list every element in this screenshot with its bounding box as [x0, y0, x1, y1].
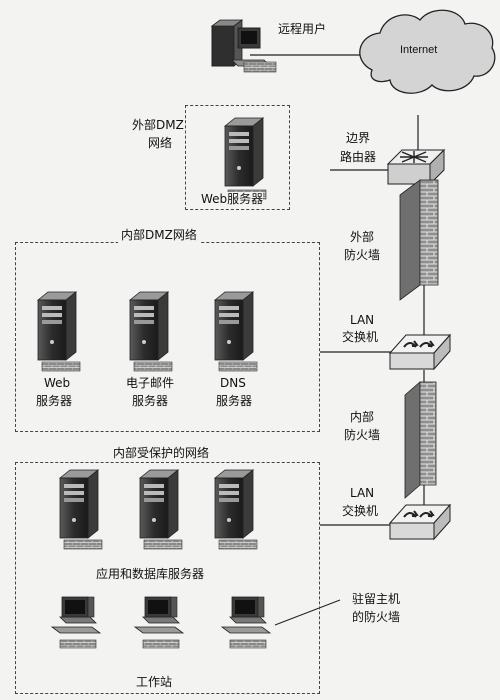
internal-firewall-label-2: 防火墙	[344, 428, 381, 442]
internal-dmz-label: 内部DMZ网络	[118, 228, 200, 243]
web-server-int-label-2: 服务器	[36, 394, 73, 408]
lan-switch-2-icon	[389, 504, 451, 540]
lan-switch-2-label-1: LAN	[350, 486, 375, 500]
workstation-3-host-firewall	[229, 639, 267, 649]
border-router-icon	[386, 148, 446, 186]
internal-firewall-icon	[404, 381, 437, 499]
host-firewall-label-2: 的防火墙	[352, 610, 401, 624]
host-firewall-label-1: 驻留主机	[352, 592, 401, 606]
border-router-label-1: 边界	[346, 131, 371, 145]
border-router-label-2: 路由器	[340, 150, 377, 164]
app-server-2-host-firewall	[143, 539, 183, 550]
internet-cloud	[359, 9, 496, 94]
host-firewall-pointer	[274, 599, 341, 626]
web-server-int-label-1: Web	[44, 376, 71, 390]
dns-server-host-firewall	[218, 361, 258, 372]
external-firewall-icon	[399, 179, 439, 301]
lan-switch-1-label-2: 交换机	[342, 330, 379, 344]
external-dmz-zone	[185, 105, 290, 210]
external-firewall-label-1: 外部	[350, 230, 375, 244]
remote-host-firewall	[243, 61, 277, 73]
mail-server-label-1: 电子邮件	[126, 376, 175, 390]
dns-server-label-1: DNS	[220, 376, 246, 390]
web-server-int-host-firewall	[41, 361, 81, 372]
web-server-ext-label: Web服务器	[201, 192, 264, 207]
workstation-1-host-firewall	[59, 639, 97, 649]
dns-server-label-2: 服务器	[216, 394, 253, 408]
external-dmz-label-2: 网络	[148, 136, 173, 150]
protected-network-zone	[15, 462, 320, 694]
protected-network-label: 内部受保护的网络	[110, 446, 213, 461]
external-firewall-label-2: 防火墙	[344, 248, 381, 262]
workstations-label: 工作站	[136, 675, 173, 689]
lan-switch-1-label-1: LAN	[350, 313, 375, 327]
external-dmz-label-1: 外部DMZ	[132, 118, 184, 132]
mail-server-host-firewall	[133, 361, 173, 372]
internal-firewall-label-1: 内部	[350, 410, 375, 424]
mail-server-label-2: 服务器	[132, 394, 169, 408]
workstation-2-host-firewall	[142, 639, 180, 649]
lan-switch-2-label-2: 交换机	[342, 504, 379, 518]
app-db-servers-label: 应用和数据库服务器	[96, 567, 205, 581]
remote-user-label: 远程用户	[278, 22, 327, 36]
remote-user-computer	[210, 19, 271, 67]
lan-switch-1-icon	[389, 334, 451, 370]
internet-label: Internet	[400, 44, 438, 56]
db-server-host-firewall	[218, 539, 258, 550]
app-server-1-host-firewall	[63, 539, 103, 550]
